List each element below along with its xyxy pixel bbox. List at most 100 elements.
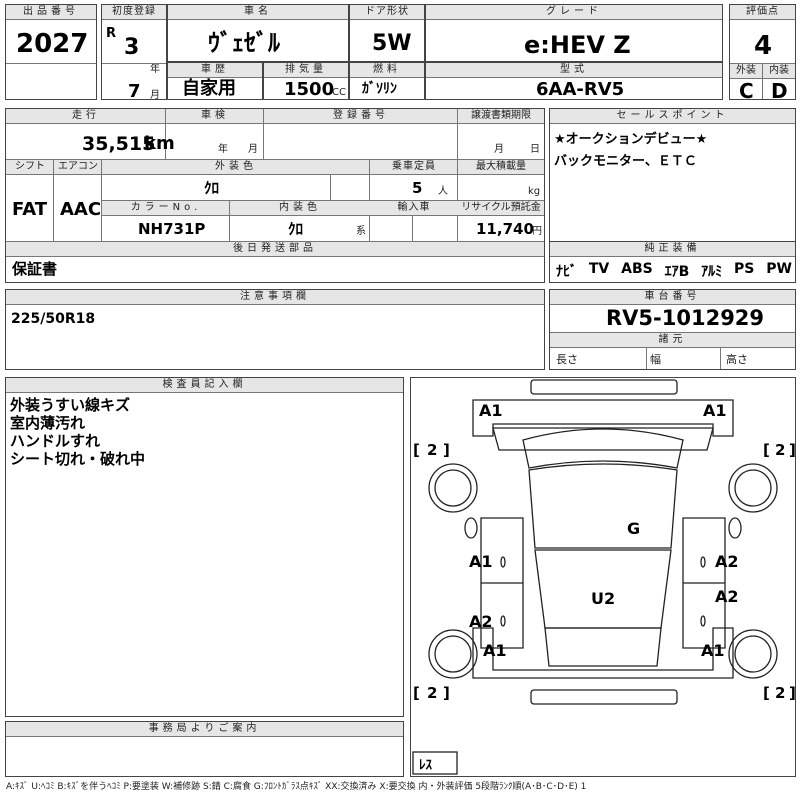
recycle-fee: 11,740 [476, 220, 534, 238]
mark-roof: G [627, 519, 640, 538]
equipment-item: ｱﾙﾐ [701, 264, 723, 280]
equipment-box: 純正装備 ﾅﾋﾞ TV ABS ｴｱB ｱﾙﾐ PS PW [549, 241, 796, 283]
int-color-label: 内装色 [230, 201, 370, 216]
history-label: 車歴 [168, 63, 262, 78]
reg-month: 7 [128, 81, 141, 102]
grade-label: グレード [426, 5, 722, 20]
rear-glass-outline [544, 627, 662, 667]
year-unit: 年 [150, 64, 160, 75]
recycle-label: リサイクル預託金 [458, 201, 544, 216]
sales-line-2: バックモニター、ＥＴＣ [554, 154, 697, 169]
right-side-outline [682, 517, 726, 649]
tire-rear-left [428, 629, 478, 679]
tire-mark-front-left: 2 [427, 441, 437, 459]
windshield-outline [522, 428, 684, 469]
interior-color: ｸﾛ [288, 220, 304, 238]
length-label: 長さ [556, 353, 578, 366]
inspector-note: ハンドルすれ [10, 432, 101, 450]
equipment-item: ABS [621, 261, 653, 277]
svg-text:]: ] [443, 684, 450, 702]
score-box: 評価点 4 外装 内装 C D [729, 4, 796, 103]
inspector-notes-label: 検査員記入欄 [6, 378, 403, 393]
color-no-label: カラーNo. [102, 201, 230, 216]
door-label: ドア形状 [350, 5, 424, 20]
width-label: 幅 [650, 353, 661, 366]
model-label: 型式 [426, 63, 722, 78]
roof-outline [528, 463, 678, 549]
load-unit: kg [528, 186, 541, 197]
car-diagram-box: A1 A1 G A1 A2 U2 A2 A2 A1 A1 [2] [2] [2]… [410, 377, 796, 777]
shift-label: シフト [6, 160, 54, 175]
equipment-label: 純正装備 [550, 242, 795, 257]
transfer-day-unit: 日 [530, 144, 540, 155]
int-score: D [771, 79, 788, 103]
mark-quarter-right: A1 [701, 641, 725, 660]
overall-score: 4 [754, 31, 773, 61]
int-score-label: 内装 [763, 64, 795, 79]
import-label: 輸入車 [370, 201, 458, 216]
capacity-label: 乗車定員 [370, 160, 458, 175]
inspector-note: シート切れ・破れ中 [10, 450, 146, 468]
chassis-label: 車台番号 [550, 290, 795, 305]
fuel-box: 燃料 ｶﾞｿﾘﾝ [349, 62, 425, 100]
first-registration-box: 初度登録 R 3 年 7 月 [101, 4, 167, 102]
height-label: 高さ [726, 353, 748, 366]
svg-text:[: [ [763, 684, 770, 702]
grade-box: グレード e:HEV Z [425, 4, 723, 62]
office-label: 事務局よりご案内 [6, 722, 403, 737]
door-type: 5W [372, 31, 412, 56]
color-label: 外装色 [102, 160, 370, 175]
displacement-label: 排気量 [264, 63, 348, 78]
equipment-item: PW [766, 261, 792, 277]
rear-bumper-outline [472, 627, 734, 679]
month-unit: 月 [150, 90, 160, 101]
recycle-unit: 円 [532, 226, 542, 237]
equipment-item: TV [588, 261, 610, 277]
lot-number: 2027 [16, 29, 89, 59]
car-name-box: 車名 ｳﾞｪｾﾞﾙ [167, 4, 349, 62]
tire-front-left [428, 463, 478, 513]
mileage-unit: km [144, 133, 175, 154]
equipment-list: ﾅﾋﾞ TV ABS ｴｱB ｱﾙﾐ PS PW [556, 261, 792, 281]
car-name: ｳﾞｪｾﾞﾙ [208, 29, 280, 57]
spec-label: 諸元 [550, 333, 795, 348]
mark-front-left: A1 [479, 401, 503, 420]
spec-table: 走行 車検 登録番号 譲渡書類期限 35,515 km 年 月 月 日 シフト … [5, 108, 545, 283]
svg-text:[: [ [413, 684, 420, 702]
transfer-deadline-label: 譲渡書類期限 [458, 109, 544, 124]
mileage-label: 走行 [6, 109, 166, 124]
transfer-month-unit: 月 [494, 144, 504, 155]
color-no: NH731P [138, 220, 206, 238]
hood-outline [492, 427, 714, 451]
svg-text:]: ] [789, 441, 795, 459]
mileage: 35,515 [82, 133, 156, 155]
mark-floor: U2 [591, 589, 615, 608]
equipment-item: ｴｱB [664, 264, 690, 280]
shift: FAT [12, 199, 48, 220]
caution-label: 注意事項欄 [6, 290, 544, 305]
capacity-unit: 人 [438, 186, 448, 197]
mark-door-front-left: A1 [469, 552, 493, 571]
chassis-box: 車台番号 RV5-1012929 諸元 長さ 幅 高さ [549, 289, 796, 370]
roof-top-bar [530, 379, 678, 395]
legend: A:ｷｽﾞ U:ﾍｺﾐ B:ｷｽﾞを伴うﾍｺﾐ P:要塗装 W:補修跡 S:錆 … [6, 782, 587, 792]
ac-label: エアコン [54, 160, 102, 175]
fuel: ｶﾞｿﾘﾝ [362, 81, 397, 97]
ac: AAC [60, 199, 102, 220]
car-diagram: A1 A1 G A1 A2 U2 A2 A2 A1 A1 [2] [2] [2]… [412, 379, 795, 775]
tire-mark-front-right: 2 [775, 441, 785, 459]
insp-year-unit: 年 [218, 144, 228, 155]
svg-text:]: ] [789, 684, 795, 702]
first-registration-label: 初度登録 [102, 5, 166, 20]
history-box: 車歴 自家用 [167, 62, 263, 100]
caution-text: 225/50R18 [11, 311, 96, 327]
front-bumper-outline [472, 399, 734, 437]
sales-point-box: セールスポイント ★オークションデビュー★ バックモニター、ＥＴＣ [549, 108, 796, 243]
lot-number-box: 出品番号 2027 [5, 4, 97, 100]
equipment-item: ﾅﾋﾞ [556, 264, 577, 280]
capacity: 5 [412, 179, 423, 197]
model-box: 型式 6AA-RV5 [425, 62, 723, 100]
max-load-label: 最大積載量 [458, 160, 544, 175]
inspection-label: 車検 [166, 109, 264, 124]
inspector-note: 室内薄汚れ [10, 414, 86, 432]
